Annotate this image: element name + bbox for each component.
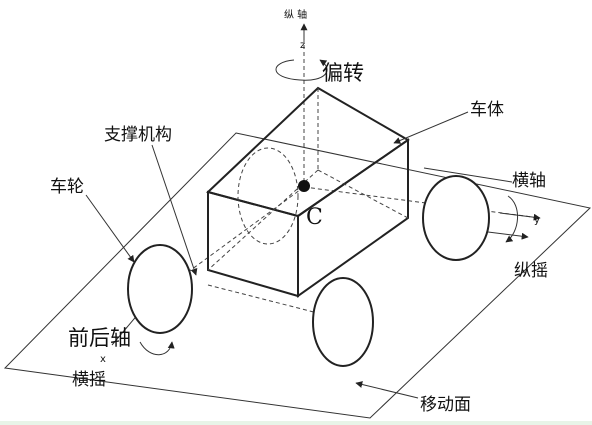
- body-hidden-edge-3: [317, 169, 409, 219]
- wheel-rear-right: [422, 175, 490, 261]
- roll-label: 横摇: [72, 370, 106, 390]
- wheel-front-right: [312, 277, 374, 367]
- center-of-mass-dot: [298, 180, 310, 192]
- pitch-axis-arrow: [487, 231, 529, 240]
- roll-rotation-arrow: [139, 341, 175, 356]
- fore-aft-axis-line: [149, 186, 305, 301]
- fore-aft-axis-letter: x: [100, 354, 106, 365]
- vertical-axis-letter: z: [300, 40, 305, 51]
- ground-label: 移动面: [420, 395, 471, 415]
- lateral-axis-arrow: [499, 212, 541, 221]
- wheel-label: 车轮: [50, 177, 84, 197]
- wheel-leader: [85, 194, 135, 263]
- vertical-axis-label: 纵 轴: [284, 8, 307, 21]
- body-leader: [393, 111, 469, 144]
- pitch-rotation-arrow: [505, 195, 518, 243]
- center-label: C: [306, 205, 323, 230]
- bottom-border-strip: [0, 421, 592, 425]
- lateral-axis-leader: [423, 167, 513, 183]
- pitch-label: 纵摇: [514, 261, 548, 281]
- lateral-axis-letter: y: [534, 215, 540, 226]
- support-leader: [151, 144, 198, 276]
- yaw-label: 偏转: [322, 61, 364, 85]
- yaw-rotation-arrow: [275, 59, 328, 81]
- wheel-front-left: [127, 244, 193, 334]
- body-label: 车体: [470, 100, 504, 120]
- fore-aft-axis-label: 前后轴: [68, 326, 131, 350]
- front-axle-line: [207, 284, 346, 321]
- lateral-axis-label: 横轴: [512, 171, 546, 191]
- ground-leader: [355, 381, 419, 399]
- body-front-face: [207, 190, 299, 298]
- body-top-face: [206, 86, 410, 218]
- support-mechanism-label: 支撑机构: [104, 125, 172, 145]
- support-mechanism-outline: [237, 147, 299, 245]
